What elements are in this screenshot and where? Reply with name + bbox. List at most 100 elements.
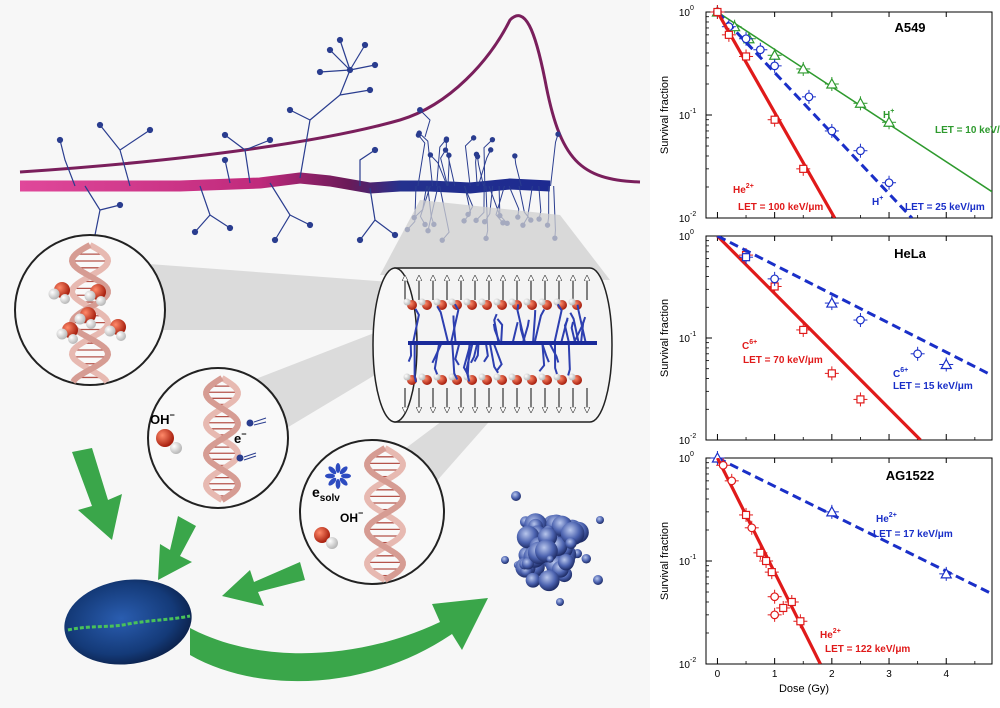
apoptotic-body <box>560 521 585 546</box>
data-point <box>741 510 751 520</box>
x-axis-label: Dose (Gy) <box>779 683 829 695</box>
solvation-petal <box>341 473 351 479</box>
y-tick-exponent: 0 <box>690 5 694 12</box>
water-hydrogen <box>448 298 456 306</box>
x-tick-label: 0 <box>715 669 721 680</box>
water-hydrogen <box>86 319 96 329</box>
data-point <box>804 92 814 102</box>
apoptotic-body <box>525 572 541 588</box>
track-branch <box>413 342 417 383</box>
apoptotic-body <box>546 555 554 563</box>
dna-strand <box>68 242 112 384</box>
track-branch <box>470 342 479 364</box>
electron-label: e− <box>234 429 247 446</box>
illustration: OH− e− esolv OH− <box>14 14 641 682</box>
water-hydrogen <box>96 296 106 306</box>
data-point <box>724 30 733 39</box>
track-branch <box>572 320 585 344</box>
water-hydrogen <box>84 290 96 302</box>
oh-hydrogen-right <box>326 537 338 549</box>
magnifier-2: OH− e− <box>147 367 289 509</box>
data-point <box>727 476 737 486</box>
apoptotic-body <box>501 556 509 564</box>
series-ion-label: He2+ <box>820 628 841 641</box>
track-branch <box>412 308 420 344</box>
data-point <box>787 597 796 607</box>
water-hydrogen <box>523 373 531 381</box>
plot-frame <box>705 235 993 441</box>
y-axis-label: Survival fraction <box>659 299 671 377</box>
data-point <box>883 116 896 127</box>
series-let-label: LET = 70 keV/μm <box>743 355 823 366</box>
chart-title: HeLa <box>894 246 927 261</box>
track-branch <box>576 304 587 344</box>
track-branch <box>567 342 571 376</box>
data-point <box>741 34 751 44</box>
track-branch <box>407 342 413 362</box>
data-point <box>797 62 810 74</box>
delta-ray <box>477 149 492 187</box>
series-0: He2+LET = 17 keV/μm <box>710 451 992 596</box>
data-point <box>884 178 894 188</box>
y-axis-label: Survival fraction <box>659 76 671 154</box>
fit-line <box>716 12 914 218</box>
track-branch <box>548 342 560 363</box>
track-branch <box>516 304 527 344</box>
track-cylinder <box>372 267 613 423</box>
data-point <box>713 7 722 17</box>
apoptotic-body <box>511 491 521 501</box>
water-hydrogen <box>74 313 86 325</box>
data-point <box>761 556 771 566</box>
water-hydrogen <box>493 373 501 381</box>
data-point <box>770 115 779 124</box>
data-point <box>796 617 805 626</box>
water-hydrogen <box>60 294 70 304</box>
water-hydrogen <box>508 298 516 306</box>
delta-ray <box>440 149 449 187</box>
water-hydrogen <box>433 373 441 381</box>
ionization-dot <box>488 147 494 153</box>
track-branch <box>454 342 461 366</box>
data-point <box>856 395 865 404</box>
series-ion-label: H+ <box>883 108 894 121</box>
track-branch <box>553 342 558 375</box>
ionization-dot <box>470 135 477 141</box>
track-branch <box>450 303 460 344</box>
series-ion-label: He2+ <box>876 512 897 525</box>
data-point <box>827 369 836 378</box>
water-hydrogen <box>68 334 78 344</box>
ionization-dot <box>512 153 518 159</box>
track-branch <box>570 321 577 344</box>
zoom-cone-dna1 <box>95 260 390 330</box>
water-hydrogen <box>104 325 116 337</box>
y-tick-exponent: -1 <box>690 331 696 338</box>
series-let-label: LET = 25 keV/μm <box>905 202 985 213</box>
series-ion-label: C6+ <box>893 367 908 380</box>
delta-ray <box>417 134 426 187</box>
series-1: He2+LET = 122 keV/μm <box>716 458 910 664</box>
data-point <box>755 45 765 55</box>
dna-strand <box>364 445 406 583</box>
water-hydrogen <box>553 298 561 306</box>
data-point <box>747 523 757 533</box>
water-hydrogen <box>568 298 576 306</box>
oh-hydrogen <box>170 442 182 454</box>
apoptotic-body <box>596 516 604 524</box>
data-point <box>779 603 788 613</box>
track-branch <box>452 315 457 344</box>
data-point <box>718 460 728 470</box>
y-tick-label: 10 <box>679 660 691 671</box>
y-tick-label: 10 <box>679 214 691 225</box>
x-tick-label: 3 <box>886 669 892 680</box>
delta-ray <box>430 154 448 187</box>
water-hydrogen <box>523 298 531 306</box>
chart-title: A549 <box>894 20 925 35</box>
data-point <box>940 358 953 370</box>
fit-line <box>716 236 922 440</box>
data-point <box>741 52 751 61</box>
water-hydrogen <box>448 373 456 381</box>
y-tick-label: 10 <box>679 334 691 345</box>
electron-particles <box>236 417 267 462</box>
